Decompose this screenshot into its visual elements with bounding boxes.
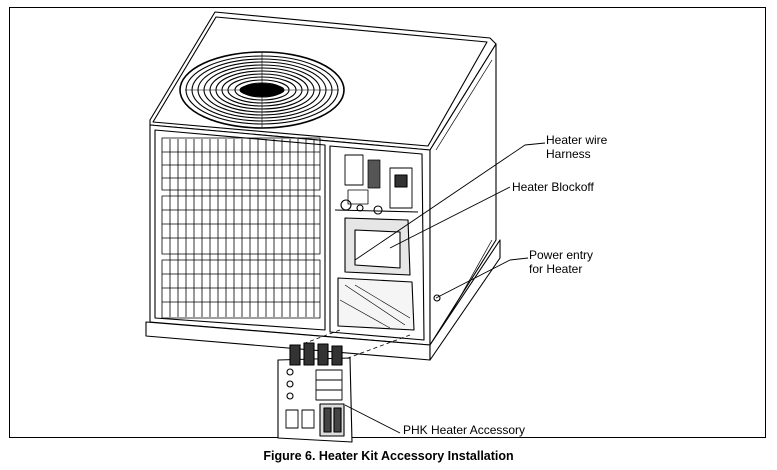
callout-heater-wire-harness-line1: Heater wire (546, 133, 608, 147)
callout-phk-heater-accessory: PHK Heater Accessory (403, 423, 526, 437)
callout-heater-blockoff: Heater Blockoff (512, 180, 594, 194)
heater-blockoff (344, 217, 411, 276)
callout-leaders (344, 142, 546, 434)
phk-heater-accessory-icon (277, 342, 353, 443)
callout-power-entry-line1: Power entry (529, 248, 594, 262)
blower-compartment (337, 277, 415, 331)
installation-guide-lines (299, 329, 411, 359)
coil-grille (161, 137, 321, 319)
callout-heater-wire-harness-line2: Harness (546, 147, 591, 161)
figure-frame (9, 7, 766, 438)
condenser-fan-icon (179, 51, 345, 129)
figure-caption: Figure 6. Heater Kit Accessory Installat… (263, 449, 514, 463)
unit-base (145, 239, 501, 361)
callout-power-entry-line2: for Heater (529, 262, 583, 276)
